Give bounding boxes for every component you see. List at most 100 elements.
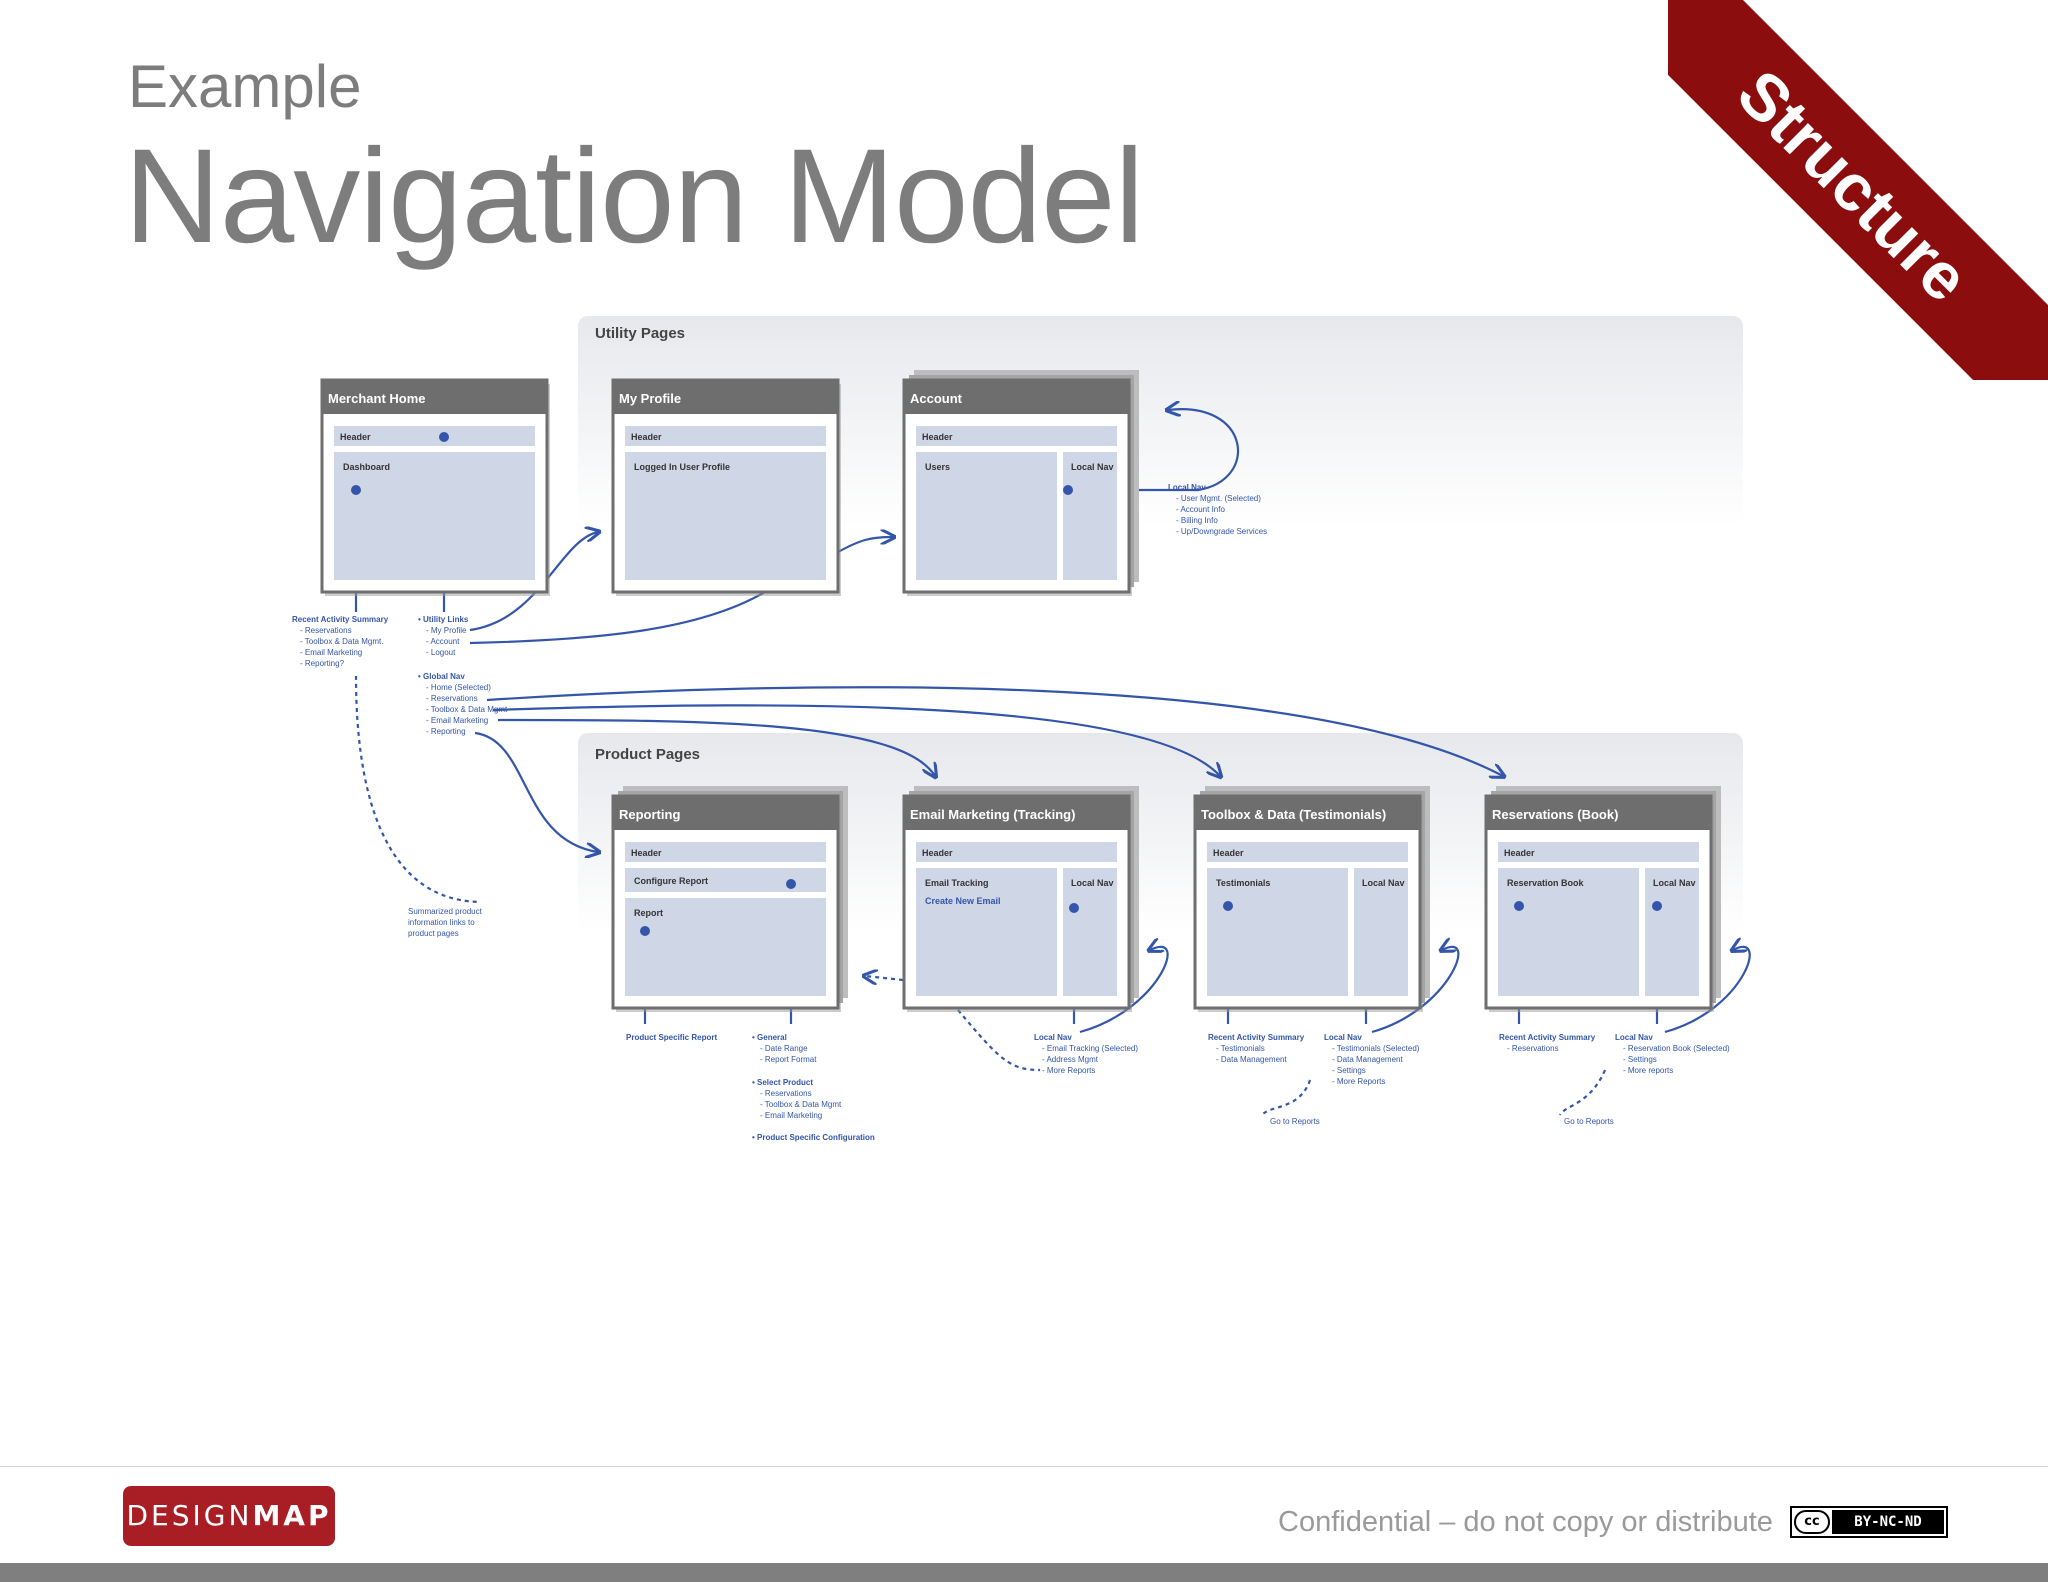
window-title-bar (904, 796, 1129, 830)
note-line: - Email Tracking (Selected) (1042, 1044, 1138, 1053)
window-header-bar (1498, 842, 1699, 862)
window-title-bar (613, 380, 838, 414)
window-config-label: Configure Report (634, 876, 708, 886)
window-title: Account (910, 391, 963, 406)
pin-dashboard-dot (351, 485, 361, 495)
note-title: Recent Activity Summary (1499, 1033, 1596, 1042)
note-title: • Product Specific Configuration (752, 1133, 875, 1142)
note-line: - Reservations (760, 1089, 812, 1098)
note-line: - Address Mgmt (1042, 1055, 1099, 1064)
note-line: Go to Reports (1270, 1117, 1320, 1126)
pin-report (640, 926, 650, 936)
note-email-local-nav: Local Nav - Email Tracking (Selected) - Ad… (1034, 1033, 1138, 1075)
note-line: - Reservations (1507, 1044, 1559, 1053)
arrow-toolbox-loop (1371, 947, 1460, 1034)
note-line: - Reporting (426, 727, 466, 736)
utility-pages-label: Utility Pages (595, 325, 685, 342)
note-title: Product Specific Report (626, 1033, 717, 1042)
note-line: - Data Management (1216, 1055, 1287, 1064)
note-title: • Global Nav (418, 672, 465, 681)
note-line: - Email Marketing (300, 648, 362, 657)
slide-kicker: Example (128, 53, 362, 120)
window-header-label: Header (340, 432, 371, 442)
note-line: - Toolbox & Data Mgmt. (300, 637, 383, 646)
window-main-panel (916, 868, 1057, 996)
window-title: Email Marketing (Tracking) (910, 807, 1075, 822)
note-line: - Reservations (300, 626, 352, 635)
arrow-account-a (469, 591, 766, 645)
window-title: Reservations (Book) (1492, 807, 1618, 822)
note-reservations-recent: Recent Activity Summary - Reservations (1499, 1033, 1596, 1053)
pin-reservations-local-nav (1652, 901, 1662, 911)
window-title: My Profile (619, 391, 681, 406)
note-line: information links to (408, 918, 475, 927)
window-title-bar (904, 380, 1129, 414)
note-reservations-goto: Go to Reports (1564, 1117, 1614, 1126)
window-side-panel (1063, 868, 1117, 996)
pin-reservations-book (1514, 901, 1524, 911)
note-line: - Settings (1623, 1055, 1657, 1064)
window-header-bar (916, 426, 1117, 446)
window-header-bar (1207, 842, 1408, 862)
note-title: Local Nav (1615, 1033, 1653, 1042)
window-main-label: Dashboard (343, 462, 390, 472)
window-main-panel (625, 452, 826, 580)
note-reservations-local-nav: Local Nav- Reservation Book (Selected)- … (1615, 1033, 1730, 1075)
note-title: • General (752, 1033, 787, 1042)
window-main-link: Create New Email (925, 896, 1001, 906)
designmap-logo[interactable]: DESIGNMAP (123, 1486, 335, 1546)
pin-config-report (786, 879, 796, 889)
arrow-global-reservations (486, 686, 1503, 776)
note-toolbox-recent: Recent Activity Summary- Testimonials- D… (1208, 1033, 1305, 1064)
note-utility-links: • Utility Links- My Profile- Account- Lo… (418, 615, 469, 657)
note-title: Local Nav (1324, 1033, 1362, 1042)
window-title-bar (1486, 796, 1711, 830)
pin-toolbox-testimonials (1223, 901, 1233, 911)
note-line: - Account (426, 637, 460, 646)
window-header-bar (916, 842, 1117, 862)
product-pages-label: Product Pages (595, 746, 700, 763)
note-line: - Testimonials (Selected) (1332, 1044, 1420, 1053)
arrow-reservations-loop (1664, 947, 1751, 1034)
dashed-reservations-goto (1559, 1069, 1607, 1116)
confidential-notice: Confidential – do not copy or distribute (1278, 1506, 1773, 1538)
note-line: - Data Management (1332, 1055, 1403, 1064)
note-toolbox-local-nav: Local Nav - Testimonials (Selected) - Data… (1324, 1033, 1420, 1086)
window-title-bar (322, 380, 547, 414)
window-toolbox-data: Toolbox & Data (Testimonials)HeaderLocal… (1193, 786, 1430, 1012)
note-line: Summarized product (408, 907, 483, 916)
arrow-global-toolbox (492, 704, 1220, 776)
logo-bold: MAP (252, 1499, 332, 1532)
pin-email-local-nav (1069, 903, 1079, 913)
note-line: - Reporting? (300, 659, 345, 668)
window-main-label: Email Tracking (925, 878, 989, 888)
license-text: BY-NC-ND (1832, 1510, 1944, 1534)
note-toolbox-goto: Go to Reports (1270, 1117, 1320, 1126)
license-badge[interactable]: cc BY-NC-ND (1790, 1506, 1948, 1538)
note-line: - Reservations (426, 694, 478, 703)
window-main-label: Report (634, 908, 663, 918)
note-title: Local Nav (1034, 1033, 1072, 1042)
note-line: - More Reports (1042, 1066, 1095, 1075)
note-line: - Up/Downgrade Services (1176, 527, 1267, 536)
arrow-account-b (837, 537, 893, 553)
note-global-nav: • Global Nav- Home (Selected)- Reservati… (418, 672, 508, 736)
window-main-panel (334, 452, 535, 580)
logo-light: DESIGN (126, 1499, 253, 1532)
window-main-panel (625, 898, 826, 996)
note-line: - Billing Info (1176, 516, 1218, 525)
dashed-summary-path (354, 675, 481, 904)
slide-title: Navigation Model (124, 122, 1144, 271)
note-line: - Toolbox & Data Mgmt (760, 1100, 842, 1109)
note-reporting-select-product: • Select Product- Reservations- Toolbox … (752, 1078, 842, 1120)
note-product-specific-report: Product Specific Report (626, 1033, 717, 1042)
dashed-toolbox-goto (1261, 1079, 1312, 1116)
window-header-bar (625, 426, 826, 446)
product-pages-section (578, 733, 1743, 933)
note-line: - Email Marketing (760, 1111, 822, 1120)
